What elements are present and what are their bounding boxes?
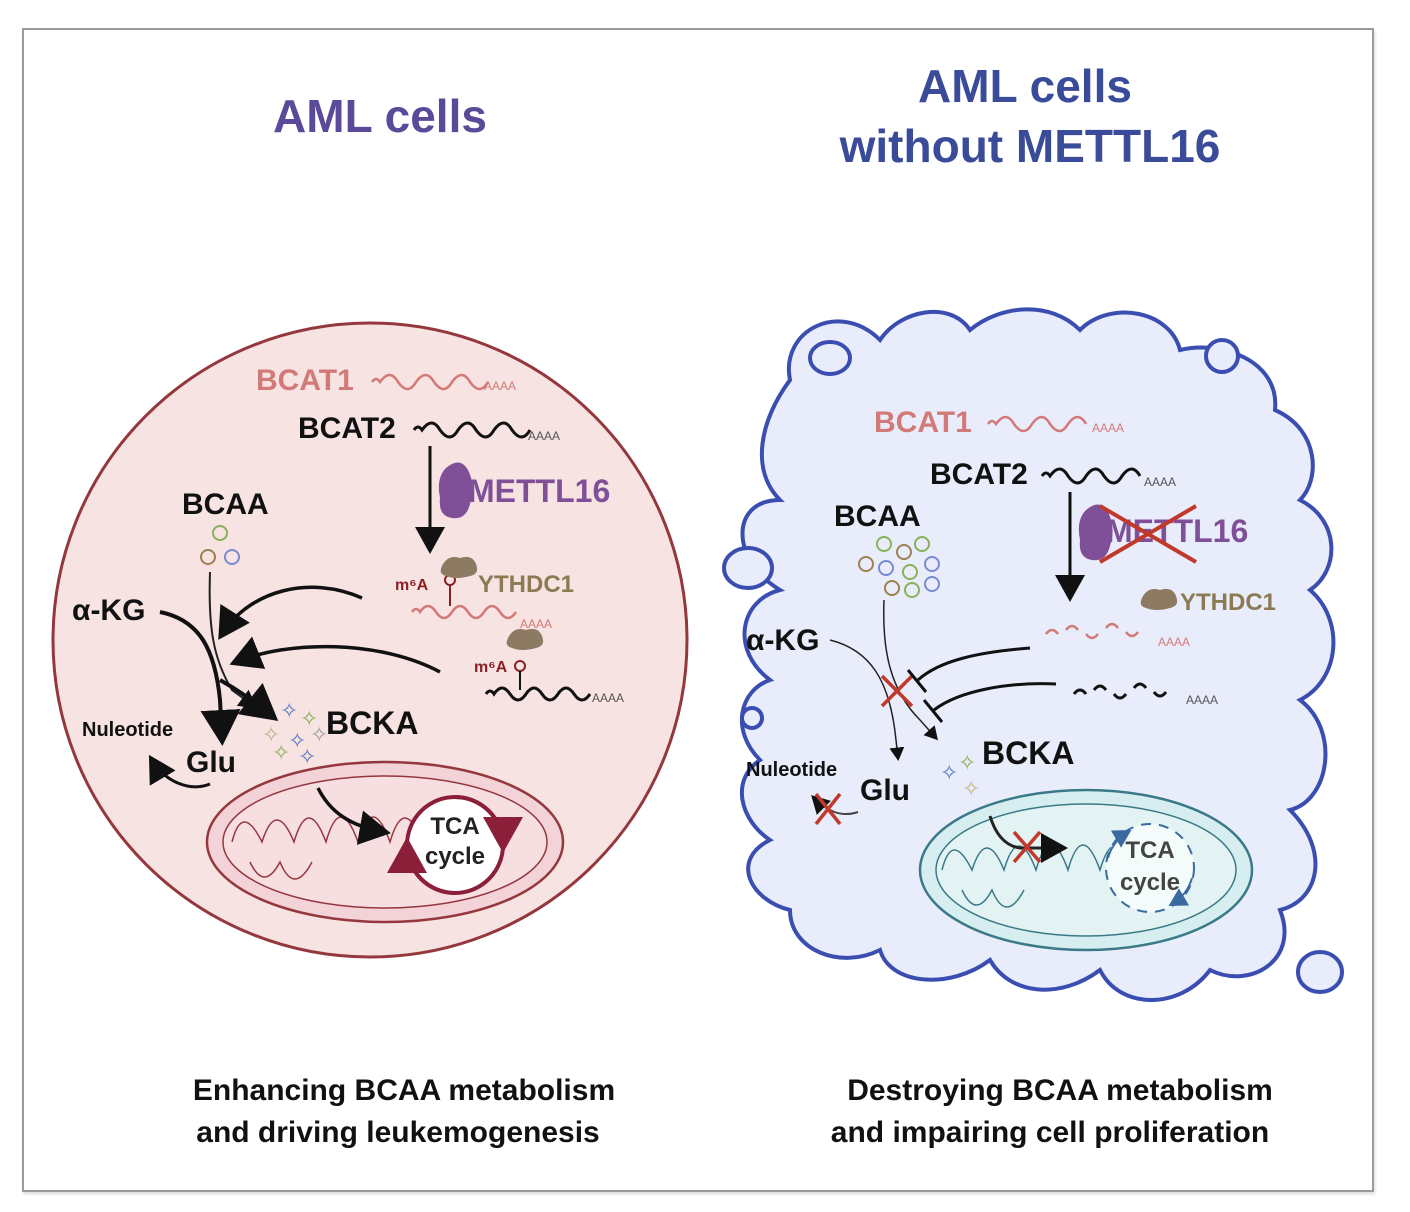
svg-text:✧: ✧ — [940, 760, 958, 785]
left-mettl16-protein-icon — [438, 462, 473, 519]
right-bcaa-molecules-icon — [858, 536, 940, 598]
right-bleb-4 — [740, 706, 764, 730]
right-akg-label: α-KG — [746, 624, 819, 657]
left-glu-label: Glu — [186, 746, 236, 779]
left-polya-3: AAAA — [520, 617, 552, 631]
left-bcat1-mrna-methylated — [410, 604, 518, 620]
left-bcka-to-tca-arrow — [316, 787, 391, 845]
svg-text:✧: ✧ — [262, 722, 280, 747]
right-mettl16-cross-icon — [1098, 504, 1198, 564]
left-caption-line1: Enhancing BCAA metabolism — [193, 1074, 615, 1107]
left-bcaa-molecules-icon — [200, 525, 240, 565]
right-bcka-molecules-icon: ✧ ✧ ✧ — [940, 750, 980, 801]
svg-text:✧: ✧ — [962, 776, 980, 801]
right-reaction-cross-icon — [880, 674, 914, 708]
right-tca-cycle-icon — [1105, 823, 1195, 913]
left-tca-label: TCA — [430, 813, 479, 840]
left-m6a-label-2: m⁶A — [474, 659, 508, 676]
right-ythdc1-protein-icon — [1140, 588, 1178, 610]
right-bcat1-mrna — [986, 415, 1088, 433]
right-bcat1-mrna-degraded — [1045, 622, 1139, 640]
right-glu-label: Glu — [860, 774, 910, 807]
right-ythdc1-label: YTHDC1 — [1180, 589, 1276, 616]
right-akg-to-glu-arrow — [829, 639, 905, 761]
left-bcka-molecules-icon: ✧ ✧ ✧ ✧ ✧ ✧ ✧ — [262, 698, 328, 769]
left-bcat1-mrna — [370, 373, 490, 391]
right-bleb-5 — [1296, 950, 1344, 994]
left-bcat2-mrna — [412, 421, 532, 439]
left-bcat1-polya: AAAA — [484, 379, 516, 393]
left-mitochondrion-icon — [205, 760, 565, 924]
right-bcat1-blunted-arrow — [916, 646, 1031, 682]
left-title: AML cells — [273, 90, 487, 142]
right-bleb-3 — [722, 546, 774, 590]
svg-text:✧: ✧ — [300, 706, 318, 731]
right-to-bcka-arrow — [882, 599, 938, 741]
left-to-bcka-arrow — [219, 678, 279, 721]
svg-text:✧: ✧ — [288, 728, 306, 753]
left-cycle-label: cycle — [425, 843, 485, 870]
right-mettl16-protein-icon — [1078, 504, 1113, 561]
right-glu-to-nucleotide-arrow — [811, 795, 859, 816]
left-ythdc1-protein-icon-1 — [440, 556, 478, 578]
right-bcka-label: BCKA — [982, 735, 1074, 771]
left-bcat2-polya: AAAA — [528, 429, 560, 443]
right-title-line2: without METTL16 — [839, 120, 1221, 172]
right-nucleotide-cross-icon — [814, 792, 842, 826]
svg-text:✧: ✧ — [310, 722, 328, 747]
left-ythdc1-label: YTHDC1 — [478, 571, 574, 598]
right-bcat2-label: BCAT2 — [930, 458, 1028, 491]
right-polya-2: AAAA — [1144, 475, 1176, 489]
svg-text:✧: ✧ — [272, 740, 290, 765]
left-tca-cycle-icon — [387, 795, 523, 895]
left-mettl16-label: METTL16 — [468, 473, 610, 509]
svg-text:✧: ✧ — [280, 698, 298, 723]
right-polya-3: AAAA — [1158, 635, 1190, 649]
left-bcat2-mrna-methylated — [484, 686, 592, 702]
left-m6a-label-1: m⁶A — [395, 577, 429, 594]
left-glu-to-nucleotide-arrow — [148, 754, 211, 789]
right-tca-cross-icon — [1012, 830, 1042, 864]
left-ythdc1-protein-icon-2 — [506, 628, 544, 650]
right-bleb-2 — [1204, 338, 1240, 374]
right-bcat2-mrna — [1040, 467, 1142, 485]
right-bcat2-blunted-arrow — [933, 682, 1057, 712]
svg-text:✧: ✧ — [958, 750, 976, 775]
left-akg-to-glu-arrow — [159, 610, 241, 746]
right-polya-4: AAAA — [1186, 693, 1218, 707]
left-polya-4: AAAA — [592, 691, 624, 705]
left-nucleotide-label: Nuleotide — [82, 719, 173, 741]
right-bcat2-mrna-degraded — [1072, 682, 1168, 700]
right-bcat2-inhibit-bar — [922, 699, 944, 723]
right-cycle-label: cycle — [1120, 869, 1180, 896]
right-bcat1-inhibit-bar — [906, 669, 928, 693]
left-bcka-label: BCKA — [326, 705, 418, 741]
left-bcat1-label: BCAT1 — [256, 364, 354, 397]
right-polya-1: AAAA — [1092, 421, 1124, 435]
right-bcat1-label: BCAT1 — [874, 406, 972, 439]
right-bleb-1 — [808, 340, 852, 376]
right-title-line1: AML cells — [918, 60, 1132, 112]
right-caption-line1: Destroying BCAA metabolism — [847, 1074, 1273, 1107]
right-mitochondrion-icon — [918, 788, 1254, 952]
right-tca-label: TCA — [1125, 837, 1174, 864]
svg-text:✧: ✧ — [298, 744, 316, 769]
right-bcka-to-tca-arrow — [988, 815, 1068, 863]
left-caption-line2: and driving leukemogenesis — [196, 1116, 599, 1149]
right-bcaa-label: BCAA — [834, 500, 921, 533]
left-bcaa-label: BCAA — [182, 488, 269, 521]
left-akg-label: α-KG — [72, 594, 145, 627]
right-nucleotide-label: Nuleotide — [746, 759, 837, 781]
left-bcat2-activates-arrow — [229, 636, 441, 674]
left-bcat2-label: BCAT2 — [298, 412, 396, 445]
left-bcat1-activates-arrow — [218, 585, 363, 640]
right-caption-line2: and impairing cell proliferation — [831, 1116, 1269, 1149]
